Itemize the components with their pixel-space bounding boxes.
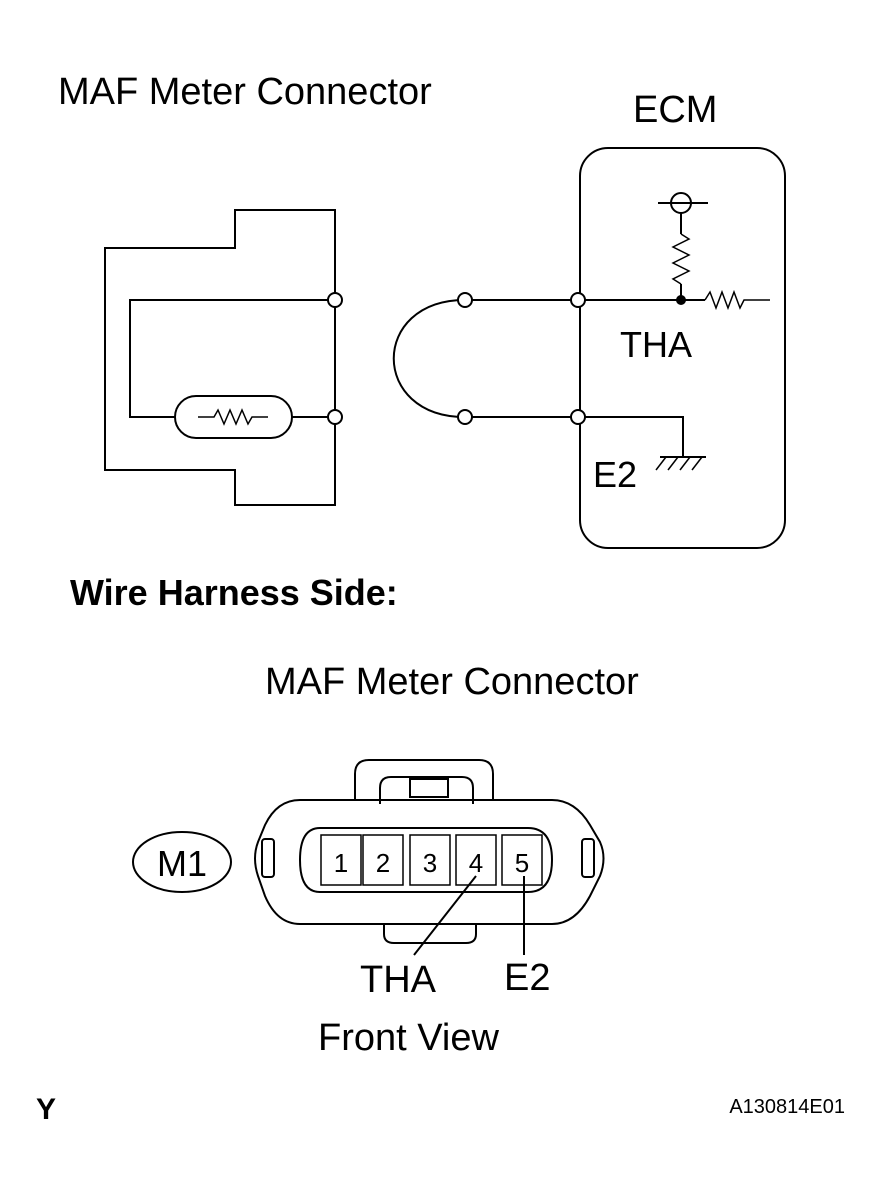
pin-number: 5	[515, 848, 529, 878]
schematic-title: MAF Meter Connector	[58, 71, 432, 113]
pin-number: 1	[334, 848, 348, 878]
harness-terminal-top	[457, 292, 473, 308]
maf-internal-wire	[129, 299, 335, 418]
ecm-tha-label: THA	[620, 324, 692, 365]
pin-number: 4	[469, 848, 483, 878]
pin-tha-label: THA	[360, 959, 437, 1001]
pin-number: 2	[376, 848, 390, 878]
ecm-terminal-e2	[570, 409, 586, 425]
maf-terminal-tha	[327, 292, 343, 308]
ecm-pullup-resistor-icon	[671, 233, 691, 285]
harness-terminal-bottom	[457, 409, 473, 425]
ecm-label: ECM	[633, 89, 717, 131]
ecm-box	[579, 147, 786, 549]
front-view-caption: Front View	[318, 1017, 499, 1059]
tha-leader-line	[413, 875, 477, 956]
ecm-resistor-horizontal-icon	[704, 289, 770, 311]
figure-id: A130814E01	[729, 1096, 845, 1118]
harness-loop	[392, 299, 466, 418]
maf-sensor-housing	[104, 209, 336, 506]
connector-front-view	[254, 759, 605, 944]
pin-number: 3	[423, 848, 437, 878]
footer-mark: Y	[36, 1093, 56, 1126]
connector-title: MAF Meter Connector	[265, 661, 639, 703]
ecm-e2-label: E2	[593, 454, 637, 495]
intake-air-temp-sensor	[174, 395, 293, 439]
connector-code: M1	[157, 843, 207, 884]
pin-e2-label: E2	[504, 957, 550, 999]
ground-icon	[655, 456, 706, 471]
connector-code-badge	[132, 831, 232, 893]
maf-terminal-e2	[327, 409, 343, 425]
thermistor-resistor-icon	[198, 408, 268, 426]
ecm-terminal-tha	[570, 292, 586, 308]
ecm-e2-line	[585, 416, 684, 457]
section-heading: Wire Harness Side:	[70, 572, 398, 613]
